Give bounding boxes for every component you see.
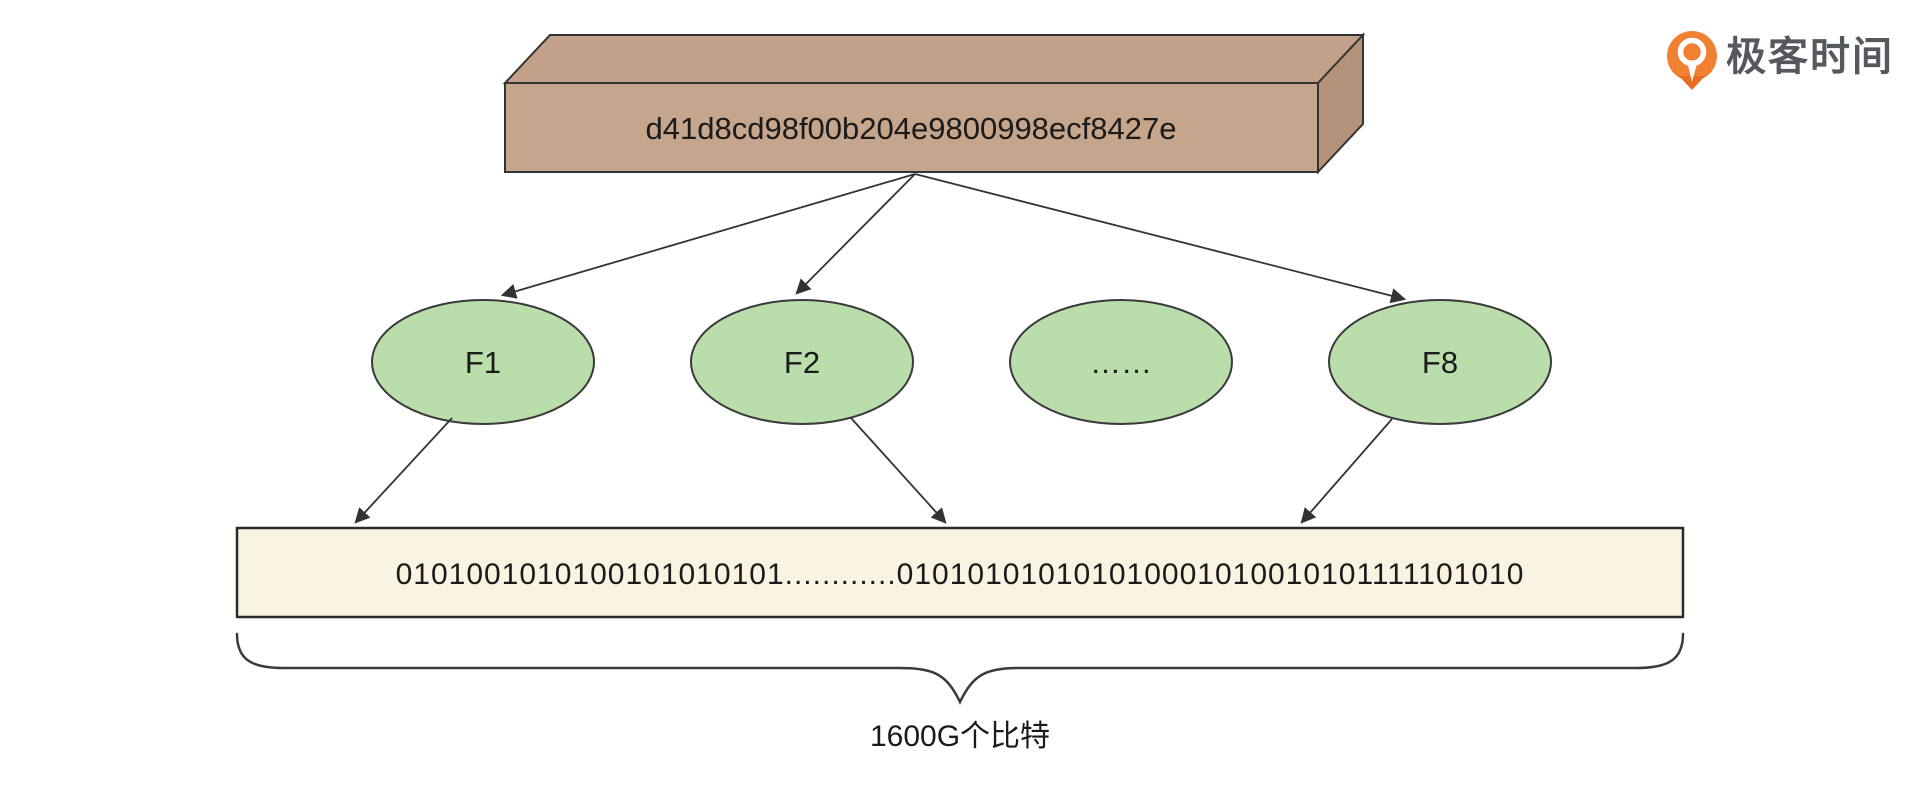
hash-box-front-face: [504, 82, 1319, 173]
logo-pin-inner-tail: [1687, 60, 1698, 82]
logo-text: 极客时间: [1726, 35, 1894, 79]
node-ellipsis: ……: [1009, 299, 1233, 425]
node-f1-label: F1: [465, 345, 501, 380]
bitstream-text: 0101001010100101010101............010101…: [396, 558, 1525, 591]
bit-count-caption: 1600G个比特: [870, 720, 1050, 753]
edge-box-to-f8: [914, 173, 1407, 304]
node-f2: F2: [690, 299, 914, 425]
node-f8-ellipse: [1328, 299, 1552, 425]
node-ellipsis-label: ……: [1090, 345, 1152, 380]
bitstream-rect: [235, 526, 1685, 619]
brace: [235, 632, 1685, 705]
node-f1: F1: [371, 299, 595, 425]
logo: 极客时间: [1667, 31, 1894, 90]
geektime-pin-icon: [1667, 31, 1717, 90]
hash-box-top-face: [502, 34, 1366, 84]
edge-f1-to-bits: [354, 417, 453, 524]
node-f2-ellipse: [690, 299, 914, 425]
edge-box-to-f1: [500, 173, 916, 299]
edge-f2-to-bits: [850, 417, 947, 524]
edges-nodes-to-bits: [354, 417, 1393, 524]
node-f2-label: F2: [784, 345, 820, 380]
logo-pin-tail: [1679, 76, 1705, 90]
function-nodes: F1 F2 …… F8: [371, 299, 1552, 425]
edge-f8-to-bits: [1300, 418, 1393, 524]
hash-box: d41d8cd98f00b204e9800998ecf8427e: [502, 32, 1366, 175]
bitstream-bar: 0101001010100101010101............010101…: [235, 526, 1685, 619]
edges-box-to-nodes: [500, 173, 1407, 304]
node-ellipsis-ellipse: [1009, 299, 1233, 425]
logo-pin-circle: [1667, 31, 1717, 81]
node-f8-label: F8: [1422, 345, 1458, 380]
hash-text: d41d8cd98f00b204e9800998ecf8427e: [646, 111, 1177, 146]
edge-box-to-f2: [795, 173, 916, 295]
node-f1-ellipse: [371, 299, 595, 425]
node-f8: F8: [1328, 299, 1552, 425]
